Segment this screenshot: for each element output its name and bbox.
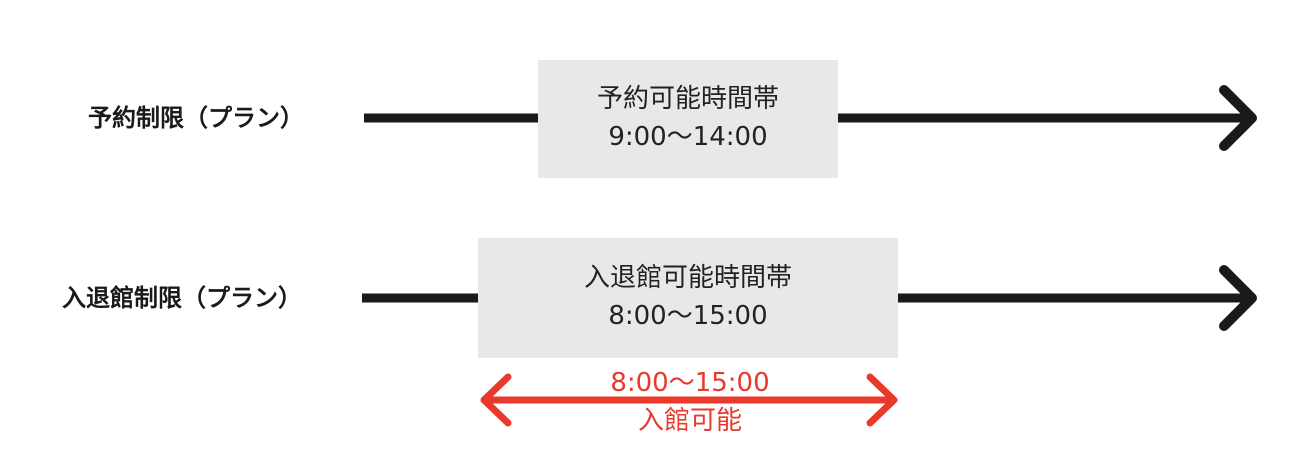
reservation-window-title: 予約可能時間帯 xyxy=(596,84,779,115)
range-time-label: 8:00〜15:00 xyxy=(600,370,780,396)
entry-arrowhead xyxy=(1219,265,1257,331)
reservation-restriction-label: 予約制限（プラン） xyxy=(88,104,304,132)
entry-window-title: 入退館可能時間帯 xyxy=(583,263,792,294)
entry-window-time: 8:00〜15:00 xyxy=(608,301,768,331)
entry-window-box: 入退館可能時間帯 8:00〜15:00 xyxy=(478,238,898,358)
reservation-arrowhead xyxy=(1219,85,1257,151)
range-arrowhead-left xyxy=(480,373,512,427)
reservation-window-time: 9:00〜14:00 xyxy=(608,122,768,152)
range-arrowhead-right xyxy=(866,373,898,427)
reservation-window-box: 予約可能時間帯 9:00〜14:00 xyxy=(538,60,838,178)
range-entry-allowed-label: 入館可能 xyxy=(600,408,780,434)
entry-restriction-label: 入退館制限（プラン） xyxy=(62,284,302,312)
